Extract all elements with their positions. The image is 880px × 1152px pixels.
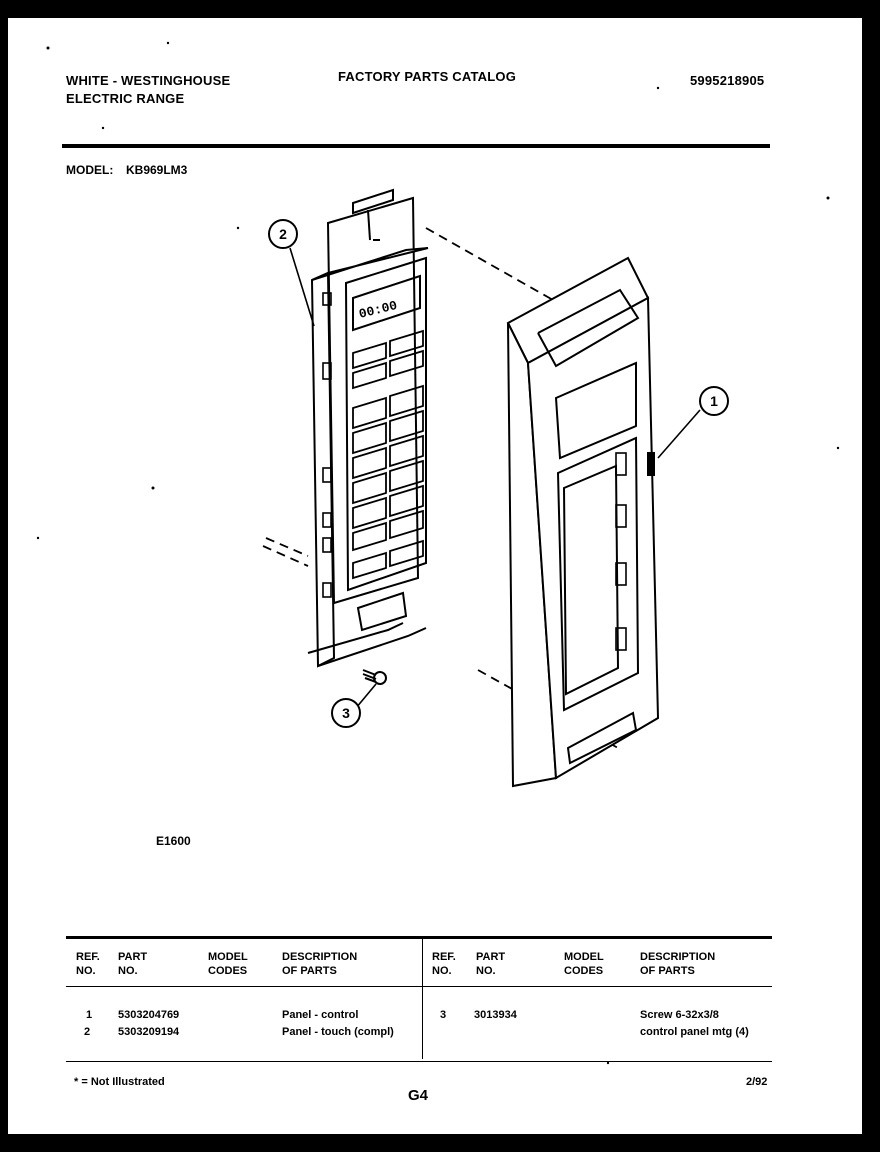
control-panel-frame [506,256,660,788]
not-illustrated-note: * = Not Illustrated [74,1076,165,1088]
table-header-rule [66,986,772,987]
model-value: KB969LM3 [126,163,188,177]
figure-id: E1600 [156,834,191,848]
model-label: MODEL: [66,163,114,177]
row-1-part: 5303204769 [118,1009,180,1021]
page-code: G4 [408,1087,429,1104]
callout-1: 1 [699,386,729,416]
callout-3: 3 [331,698,361,728]
row-1-desc: Panel - control [282,1009,359,1021]
row-1-ref: 1 [86,1009,93,1021]
row-3-desc-line1: Screw 6-32x3/8 [640,1009,719,1021]
col-ref-left: REF.NO. [76,951,100,977]
touch-panel-assembly: 00:00 [307,188,429,668]
callout-3-label: 3 [342,705,350,721]
callout-2-label: 2 [279,226,287,242]
revision-date: 2/92 [746,1076,768,1088]
row-3-ref: 3 [440,1009,447,1021]
catalog-title: FACTORY PARTS CATALOG [338,69,517,84]
row-2-ref: 2 [84,1026,91,1038]
table-center-divider [422,939,423,1059]
callout-1-label: 1 [710,393,718,409]
brand-line-1: WHITE - WESTINGHOUSE [66,73,231,88]
table-bottom-rule [66,1061,772,1062]
header-rule [62,144,770,148]
row-2-desc: Panel - touch (compl) [282,1026,394,1038]
parts-catalog-page: WHITE - WESTINGHOUSE ELECTRIC RANGE FACT… [8,18,862,1134]
col-ref-right: REF.NO. [432,951,456,977]
brand-line-2: ELECTRIC RANGE [66,91,185,106]
table-top-rule [66,936,772,939]
callout-2: 2 [268,219,298,249]
row-3-part: 3013934 [474,1009,517,1021]
screw [362,669,387,685]
row-3-desc-line2: control panel mtg (4) [640,1026,749,1038]
exploded-parts-diagram: 00:00 [36,41,840,1065]
catalog-number: 5995218905 [690,73,765,88]
row-2-part: 5303209194 [118,1026,180,1038]
